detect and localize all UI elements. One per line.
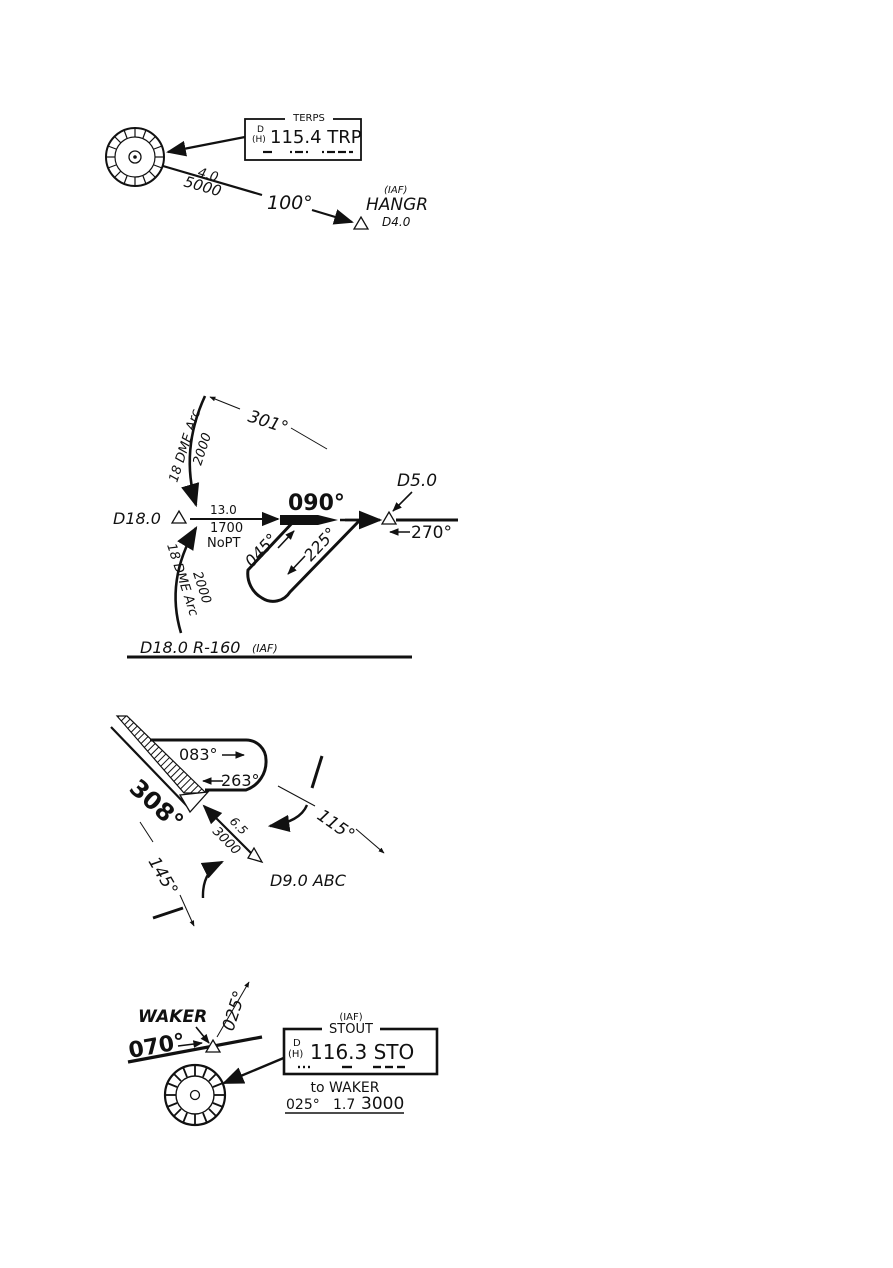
freq-ident: 116.3 STO — [310, 1040, 414, 1064]
route-course: 025° — [286, 1097, 320, 1113]
route-dist: 1.7 — [333, 1097, 355, 1113]
dme-label: D — [293, 1038, 301, 1049]
radial-145-label: 145° — [144, 854, 182, 899]
fix-d5-label: D5.0 — [397, 471, 437, 491]
h-class-label: (H) — [288, 1049, 303, 1060]
h-class-label: (H) — [252, 135, 266, 145]
course-label: 100° — [267, 192, 313, 214]
course-090-label: 090° — [288, 491, 345, 516]
diagram-stout-waker: WAKER 070° 025° — [127, 981, 439, 1127]
vortac-icon-stout — [163, 1063, 227, 1127]
course-083-label: 083° — [179, 745, 218, 764]
dist-label: 4.0 — [196, 165, 220, 185]
freq-ident: 115.4 TRP — [270, 127, 362, 148]
to-fix-label: to WAKER — [311, 1080, 380, 1096]
iaf-label: (IAF) — [252, 642, 278, 655]
fix-triangle-icon — [247, 846, 264, 864]
fix-dme: D4.0 — [382, 215, 411, 229]
dme-label: D — [257, 125, 264, 135]
course-270-label: 270° — [411, 523, 452, 543]
fix-name: WAKER — [138, 1007, 207, 1027]
course-225-label: 225° — [300, 524, 340, 565]
iaf-fix-label: D18.0 R-160 — [140, 638, 240, 657]
navaid-box-terps — [244, 118, 362, 161]
fix-name: D9.0 ABC — [270, 871, 347, 890]
course-070-label: 070° — [127, 1029, 187, 1064]
fix-triangle-icon — [352, 215, 370, 230]
fix-name: HANGR — [366, 195, 428, 215]
alt-label: 1700 — [210, 521, 243, 536]
iaf-label: (IAF) — [339, 1012, 362, 1023]
fix-triangle-icon — [204, 1038, 222, 1053]
vortac-icon-terps — [105, 127, 165, 187]
dist-label: 13.0 — [210, 503, 237, 517]
fix-left-label: D18.0 — [113, 509, 161, 528]
nopt-label: NoPT — [207, 536, 241, 551]
radial-115-label: 115° — [313, 806, 358, 846]
course-025-label: 025° — [219, 988, 251, 1033]
diagram-terps-hangr: TERPS D (H) 115.4 TRP 4.0 5000 100° (IAF… — [105, 112, 428, 230]
navaid-name: STOUT — [329, 1022, 373, 1037]
diagram-holding-pattern: 083° 263° 308° 6.5 3000 D9.0 ABC 115° 14… — [110, 715, 385, 927]
course-263-label: 263° — [221, 771, 260, 790]
navaid-name: TERPS — [292, 113, 325, 124]
radial-301-label: 301° — [245, 407, 290, 439]
diagram-dme-arc-procedure: 18 DME Arc 2000 301° D18.0 13.0 1700 NoP… — [113, 395, 458, 659]
fix-triangle-icon — [170, 509, 188, 524]
iaf-label: (IAF) — [384, 185, 407, 196]
course-045-label: 045° — [241, 530, 281, 571]
fix-triangle-icon — [380, 510, 398, 525]
route-alt: 3000 — [361, 1094, 404, 1114]
